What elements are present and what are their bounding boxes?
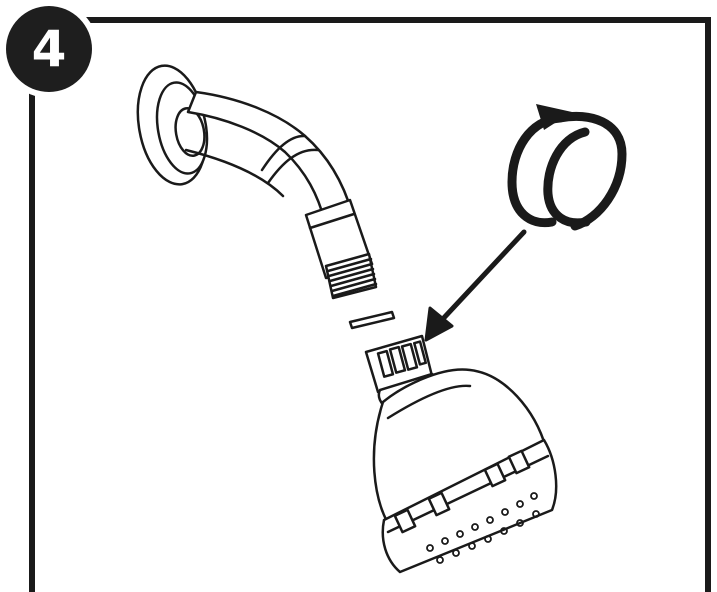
- step-number: 4: [32, 24, 67, 74]
- shower-head-icon: [366, 336, 556, 572]
- rotate-clockwise-icon: [512, 104, 622, 226]
- direction-arrow-icon: [426, 232, 524, 340]
- washer-icon: [350, 312, 394, 328]
- shower-arm-icon: [129, 60, 376, 298]
- step-number-badge: 4: [6, 6, 92, 92]
